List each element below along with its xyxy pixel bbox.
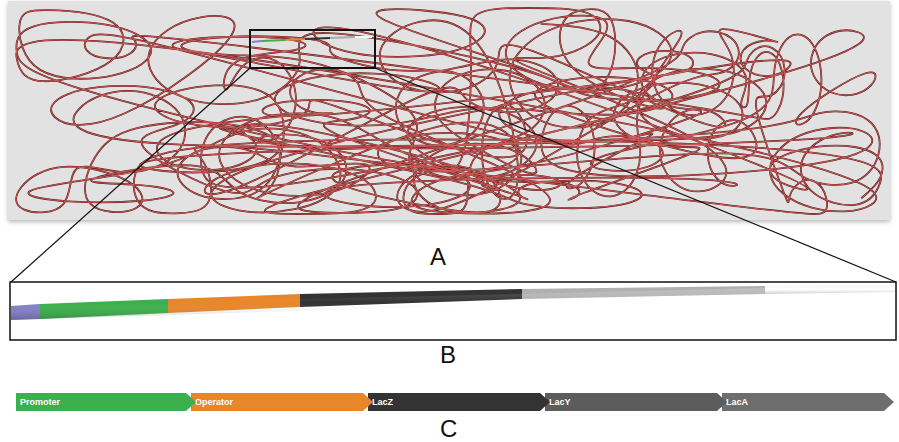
dna-strand <box>16 8 882 214</box>
gene-name: LacY <box>545 393 727 408</box>
zoom-panel <box>10 282 896 340</box>
gene-arrow: Operator <box>191 393 373 411</box>
highlighted-segment <box>252 37 372 42</box>
gene-arrow: Promoter <box>16 393 196 411</box>
dna-strand <box>16 8 882 214</box>
dna-rod <box>11 285 895 320</box>
arrow-shape <box>368 393 550 411</box>
gene-name: Operator <box>191 393 373 408</box>
zoom-line <box>11 68 250 282</box>
arrow-shape <box>545 393 727 411</box>
dna-tangle <box>16 8 882 214</box>
gene-arrow: LacZ <box>368 393 550 411</box>
panel-label: C <box>440 416 457 442</box>
gene-name: LacA <box>722 393 894 408</box>
zoom-box <box>250 30 375 68</box>
panel-background <box>8 1 890 220</box>
gene-arrow: LacA <box>722 393 894 411</box>
panel-label: A <box>430 244 446 270</box>
zoom-line <box>375 68 896 282</box>
gene-name: LacZ <box>368 393 550 408</box>
gene-arrow: LacY <box>545 393 727 411</box>
gene-name: Promoter <box>16 393 196 408</box>
panel-label: B <box>440 342 456 368</box>
